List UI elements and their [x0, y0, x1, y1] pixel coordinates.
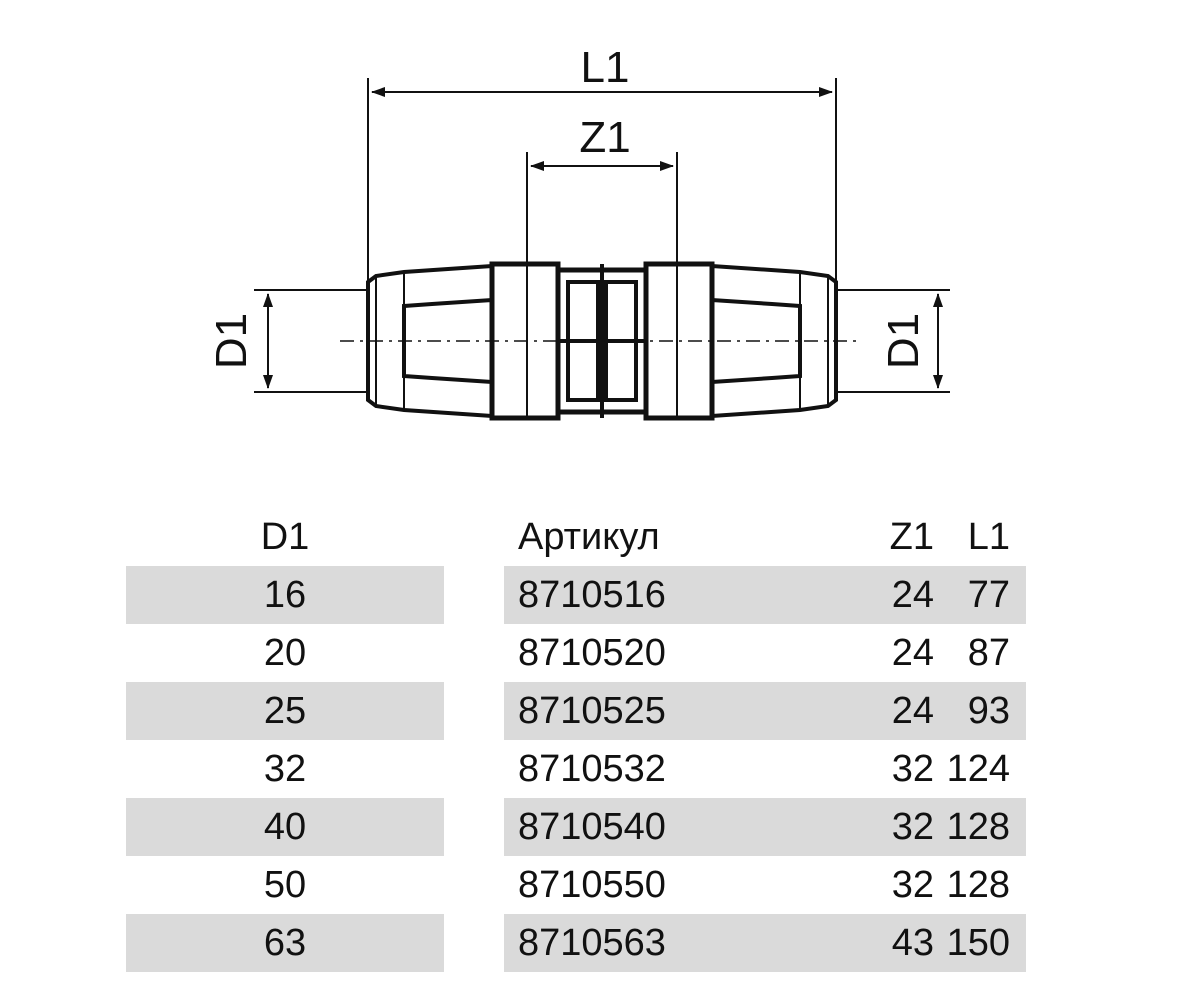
- cell-z1: 43: [891, 922, 934, 964]
- cell-article: 8710520: [518, 632, 666, 674]
- cell-z1: 24: [891, 690, 934, 732]
- cell-z1: 32: [891, 806, 934, 848]
- header-article: Артикул: [518, 516, 660, 558]
- l1-label: L1: [581, 43, 630, 92]
- table-row: 20 8710520 24 87: [126, 624, 1026, 682]
- cell-l1: 87: [967, 632, 1010, 674]
- cell-article: 8710516: [518, 574, 666, 616]
- header-d1: D1: [260, 516, 310, 558]
- cell-l1: 124: [946, 748, 1010, 790]
- cell-d1: 50: [263, 864, 307, 906]
- cell-z1: 32: [891, 748, 934, 790]
- cell-d1: 25: [263, 690, 307, 732]
- table-row: 25 8710525 24 93: [126, 682, 1026, 740]
- table-row: 40 8710540 32 128: [126, 798, 1026, 856]
- table-row: 63 8710563 43 150: [126, 914, 1026, 972]
- table-row: 32 8710532 32 124: [126, 740, 1026, 798]
- cell-article: 8710550: [518, 864, 666, 906]
- cell-l1: 93: [967, 690, 1010, 732]
- table-row: 16 8710516 24 77: [126, 566, 1026, 624]
- d1-right-label: D1: [879, 313, 928, 369]
- cell-article: 8710532: [518, 748, 666, 790]
- coupling-drawing: L1 Z1 D1 D1: [207, 43, 950, 421]
- cell-d1: 16: [263, 574, 307, 616]
- cell-article: 8710525: [518, 690, 666, 732]
- table-row: 50 8710550 32 128: [126, 856, 1026, 914]
- cell-l1: 128: [946, 806, 1010, 848]
- cell-article: 8710563: [518, 922, 666, 964]
- cell-l1: 150: [946, 922, 1010, 964]
- extension-lines: [254, 78, 950, 393]
- cell-z1: 24: [891, 632, 934, 674]
- cell-d1: 20: [263, 632, 307, 674]
- z1-label: Z1: [579, 113, 630, 162]
- cell-z1: 24: [891, 574, 934, 616]
- table-header-row: D1 Артикул Z1 L1: [126, 508, 1026, 566]
- header-z1: Z1: [889, 516, 934, 558]
- cell-l1: 128: [946, 864, 1010, 906]
- d1-left-label: D1: [207, 313, 256, 369]
- cell-d1: 63: [263, 922, 307, 964]
- cell-z1: 32: [891, 864, 934, 906]
- cell-l1: 77: [967, 574, 1010, 616]
- cell-d1: 32: [263, 748, 307, 790]
- header-l1: L1: [967, 516, 1010, 558]
- dimension-table: D1 Артикул Z1 L1 16 8710516 24 77 20 871…: [126, 508, 1026, 972]
- cell-article: 8710540: [518, 806, 666, 848]
- cell-d1: 40: [263, 806, 307, 848]
